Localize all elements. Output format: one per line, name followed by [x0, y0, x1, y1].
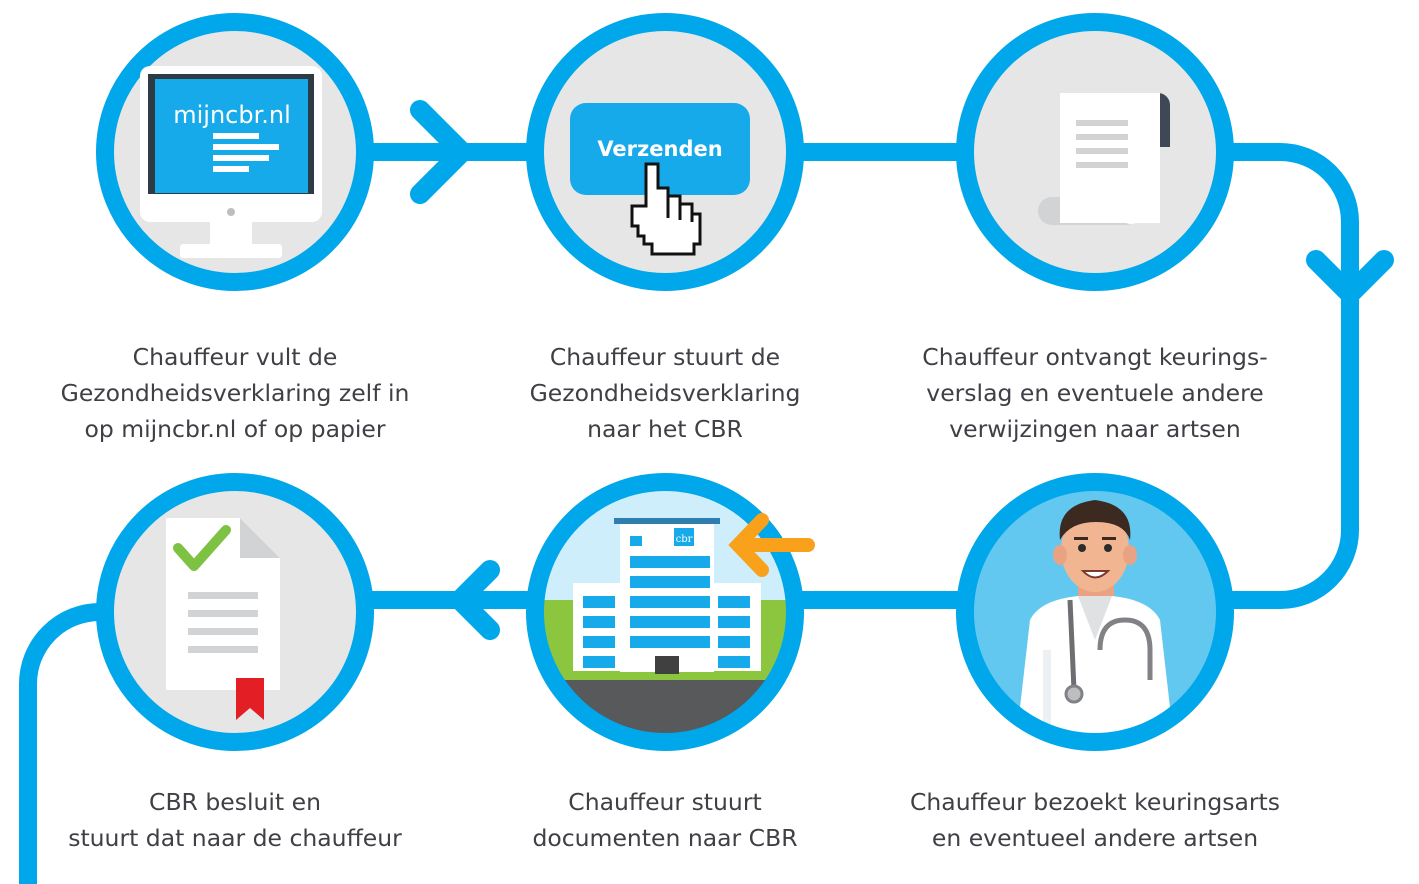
monitor-icon: mijncbr.nl [140, 66, 322, 258]
step-1-circle: mijncbr.nl [96, 13, 374, 291]
step-5-circle: cbr [526, 473, 815, 751]
send-button-label: Verzenden [597, 137, 722, 161]
chevron-down-icon [1306, 250, 1394, 304]
step-3-circle [956, 13, 1234, 291]
approved-certificate-icon [166, 518, 280, 720]
building-icon: cbr [537, 518, 793, 740]
monitor-url: mijncbr.nl [173, 101, 291, 129]
doctor-icon [1014, 500, 1176, 740]
chevron-right-icon [410, 100, 472, 204]
step-5-description: Chauffeur stuurt documenten naar CBR [532, 788, 798, 852]
building-sign: cbr [676, 534, 693, 545]
chevron-left-icon [450, 560, 500, 640]
step-4-circle [956, 473, 1234, 751]
check-icon [173, 525, 231, 571]
incoming-arrow-icon [728, 513, 815, 577]
step-4-description: Chauffeur bezoekt keuringsarts en eventu… [910, 788, 1280, 852]
step-2-description: Chauffeur stuurt de Gezondheidsverklarin… [529, 343, 801, 443]
step-6-circle [96, 473, 374, 751]
step-2-circle: Verzenden [526, 13, 804, 291]
step-1-description: Chauffeur vult de Gezondheidsverklaring … [60, 343, 410, 443]
connector-exit [19, 603, 101, 884]
pointer-hand-icon [630, 162, 702, 256]
step-6-description: CBR besluit en stuurt dat naar de chauff… [68, 788, 402, 852]
connector-3-4 [1230, 143, 1359, 609]
send-button-icon: Verzenden [570, 103, 750, 195]
scroll-document-icon [1038, 93, 1170, 225]
step-3-description: Chauffeur ontvangt keurings- verslag en … [922, 343, 1268, 443]
